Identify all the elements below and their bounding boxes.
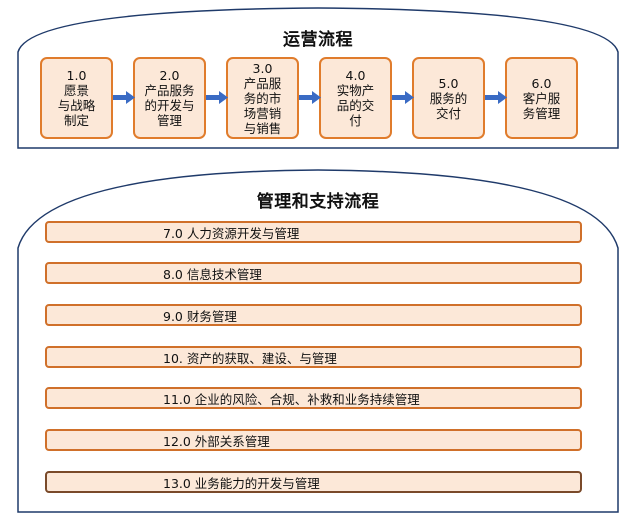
operations-title: 运营流程 — [283, 30, 353, 50]
mgmt-item-9: 9.0 财务管理 — [45, 304, 582, 326]
mgmt-item-8: 8.0 信息技术管理 — [45, 262, 582, 284]
mgmt-item-13: 13.0 业务能力的开发与管理 — [45, 471, 582, 493]
mgmt-item-12: 12.0 外部关系管理 — [45, 429, 582, 451]
mgmt-item-10: 10. 资产的获取、建设、与管理 — [45, 346, 582, 368]
op-step-2: 2.0 产品服务 的开发与 管理 — [133, 57, 206, 139]
op-step-6: 6.0 客户服 务管理 — [505, 57, 578, 139]
arrow-right-icon — [392, 91, 414, 104]
op-step-1: 1.0 愿景 与战略 制定 — [40, 57, 113, 139]
operations-frame — [17, 7, 619, 149]
op-step-5: 5.0 服务的 交付 — [412, 57, 485, 139]
arrow-right-icon — [113, 91, 135, 104]
arrow-right-icon — [299, 91, 321, 104]
arrow-right-icon — [206, 91, 228, 104]
op-step-3: 3.0 产品服 务的市 场营销 与销售 — [226, 57, 299, 139]
management-frame — [17, 169, 619, 513]
op-step-4: 4.0 实物产 品的交 付 — [319, 57, 392, 139]
management-title: 管理和支持流程 — [256, 192, 380, 212]
arrow-right-icon — [485, 91, 507, 104]
mgmt-item-7: 7.0 人力资源开发与管理 — [45, 221, 582, 243]
mgmt-item-11: 11.0 企业的风险、合规、补救和业务持续管理 — [45, 387, 582, 409]
